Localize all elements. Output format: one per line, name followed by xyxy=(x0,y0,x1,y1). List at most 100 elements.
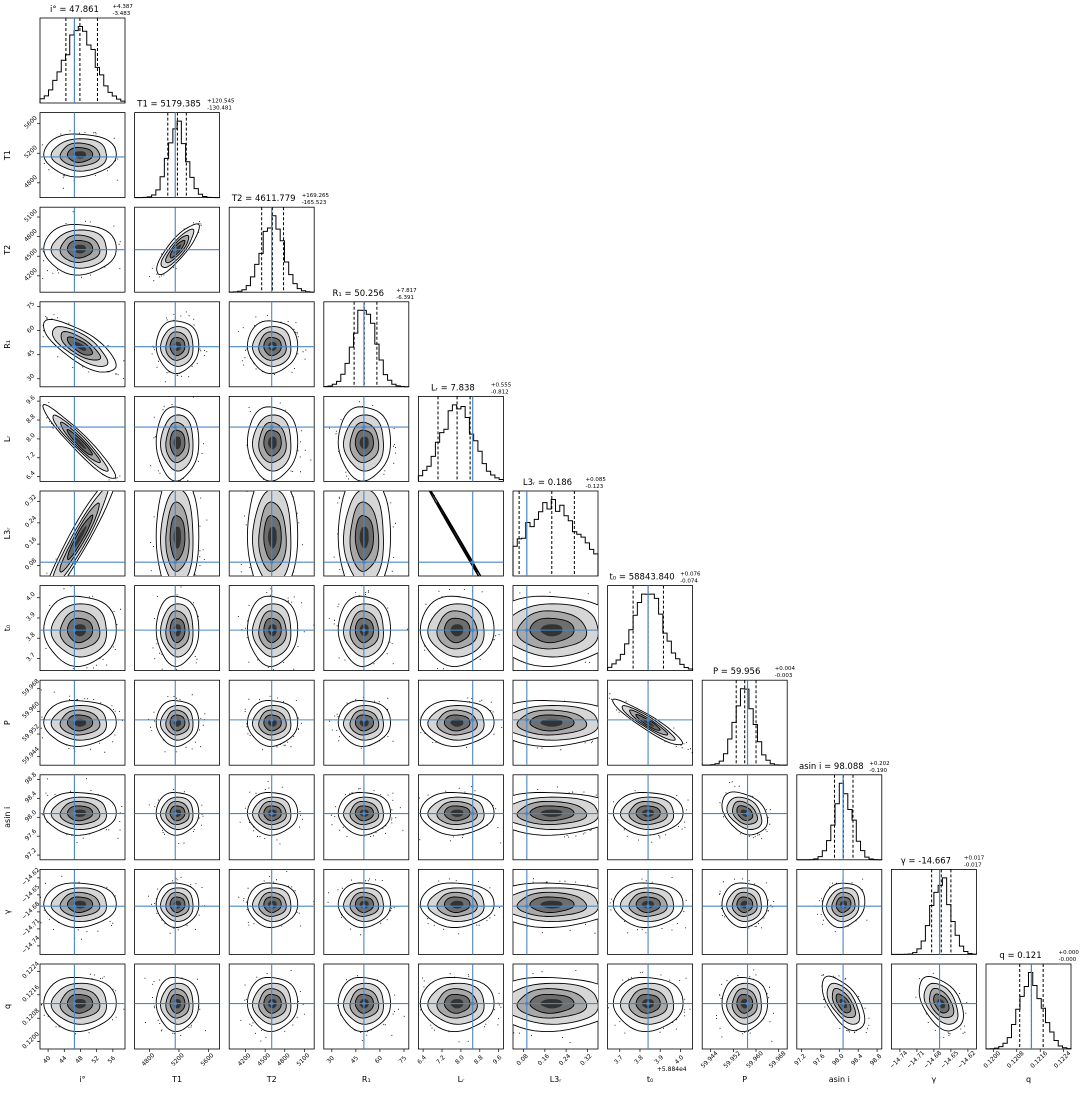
y-tick-label: 0.24 xyxy=(24,514,39,529)
y-axis-label: q xyxy=(3,1004,12,1009)
x-tick-label: 4500 xyxy=(256,1052,272,1068)
truth-marker xyxy=(841,904,845,909)
x-tick-label: 0.1224 xyxy=(1053,1050,1073,1070)
scatter-panel-t0-gamma xyxy=(607,869,693,955)
scatter-panel-T2-q xyxy=(228,963,315,1050)
panel-contents xyxy=(323,585,409,671)
panel-contents xyxy=(134,396,220,482)
truth-marker xyxy=(362,425,366,429)
panel-contents xyxy=(702,869,788,955)
panel-contents xyxy=(229,964,315,1049)
panel-frame xyxy=(323,395,410,482)
truth-marker xyxy=(72,155,77,159)
x-tick-label: 9.6 xyxy=(492,1054,504,1066)
truth-marker xyxy=(269,344,274,349)
truth-marker xyxy=(362,1001,366,1006)
scatter-panel-inc-asini xyxy=(39,774,126,861)
truth-marker xyxy=(362,560,366,564)
title-lower-error: -0.000 xyxy=(1059,957,1077,963)
y-axis-label: γ xyxy=(3,909,12,914)
y-tick-label: 6.4 xyxy=(25,470,37,482)
x-axis-label: L3ᵣ xyxy=(550,1075,563,1084)
histogram-title: R₁ = 50.256 xyxy=(333,289,385,299)
panel-frame xyxy=(134,585,221,671)
panel-contents xyxy=(134,964,220,1049)
title-upper-error: +4.387 xyxy=(113,4,134,10)
x-tick-label: 98.4 xyxy=(850,1053,865,1068)
y-tick-label: 97.2 xyxy=(24,847,39,862)
panel-contents xyxy=(40,680,125,766)
y-tick-label: 4200 xyxy=(23,267,39,283)
panel-contents xyxy=(702,964,788,1049)
truth-marker xyxy=(362,904,366,909)
scatter-panel-R1-asini xyxy=(323,774,410,861)
scatter-panel-inc-q xyxy=(39,963,126,1050)
y-tick-label: 59.944 xyxy=(21,746,41,766)
truth-marker xyxy=(72,811,77,816)
x-axis-offset: +5.884e4 xyxy=(657,1066,687,1073)
density-contour xyxy=(73,718,86,727)
x-tick-label: 97.2 xyxy=(793,1053,808,1068)
scatter-panel-L3r-P xyxy=(512,679,599,766)
panel-contents xyxy=(40,869,125,955)
x-tick-label: 7.2 xyxy=(435,1054,447,1066)
truth-marker xyxy=(470,560,475,564)
histogram-panel-L3r: L3ᵣ = 0.186+0.085-0.123 xyxy=(512,477,606,577)
truth-marker xyxy=(646,811,650,816)
x-tick-label: 8.0 xyxy=(454,1054,466,1066)
x-axis-label: T1 xyxy=(171,1075,182,1084)
scatter-panel-R1-t0 xyxy=(323,585,410,671)
x-tick-label: 4800 xyxy=(140,1052,156,1068)
panel-contents xyxy=(607,869,693,955)
panel-frame xyxy=(323,585,410,671)
x-tick-label: 59.944 xyxy=(700,1050,720,1070)
truth-marker xyxy=(173,560,178,564)
panel-frame xyxy=(39,490,126,577)
scatter-panel-inc-Lr xyxy=(39,395,126,482)
scatter-panel-L3r-q xyxy=(512,963,599,1050)
histogram-title: t₀ = 58843.840 xyxy=(609,573,674,583)
x-axis-label: P xyxy=(742,1075,747,1084)
panel-frame xyxy=(417,585,504,671)
histogram-title: q = 0.121 xyxy=(999,951,1041,961)
panel-frame xyxy=(891,869,977,955)
truth-marker xyxy=(269,628,274,632)
histogram-step xyxy=(417,404,504,482)
histogram-panel-Lr: Lᵣ = 7.838+0.555-0.812 xyxy=(417,382,512,482)
x-tick-label: 4200 xyxy=(237,1052,253,1068)
truth-marker xyxy=(525,628,529,632)
panel-frame xyxy=(39,679,126,766)
scatter-panel-gamma-q xyxy=(891,963,977,1050)
histogram-step xyxy=(512,499,599,576)
y-tick-label: 0.08 xyxy=(24,557,39,572)
y-tick-label: 97.6 xyxy=(24,828,39,843)
y-tick-label: 59.960 xyxy=(21,700,41,720)
scatter-panel-R1-L3r xyxy=(323,490,410,577)
scatter-points xyxy=(148,789,204,844)
density-contour xyxy=(450,526,464,549)
y-tick-label: 4500 xyxy=(23,247,39,263)
x-tick-label: 5100 xyxy=(295,1052,311,1068)
x-tick-label: 0.24 xyxy=(558,1053,573,1068)
histogram-step xyxy=(985,972,1072,1050)
x-tick-label: 44 xyxy=(58,1055,68,1065)
panel-contents xyxy=(513,774,598,860)
scatter-panel-T1-q xyxy=(134,963,221,1050)
panel-frame xyxy=(323,301,410,388)
panel-contents xyxy=(229,491,315,576)
panel-contents xyxy=(134,869,220,955)
truth-marker xyxy=(470,904,475,909)
scatter-panel-P-q xyxy=(701,963,788,1050)
scatter-panel-T2-asini xyxy=(228,774,315,861)
histogram-step xyxy=(701,688,788,766)
panel-contents xyxy=(229,301,315,387)
x-tick-label: 0.32 xyxy=(579,1053,594,1068)
panel-contents xyxy=(418,964,504,1049)
x-tick-label: 0.1216 xyxy=(1029,1050,1049,1070)
scatter-panel-Lr-asini xyxy=(417,774,504,861)
panel-contents xyxy=(323,869,409,955)
density-contour xyxy=(73,436,87,450)
scatter-panel-T1-gamma xyxy=(134,869,221,955)
panel-frame xyxy=(607,679,693,766)
scatter-panel-inc-T1 xyxy=(39,112,126,198)
